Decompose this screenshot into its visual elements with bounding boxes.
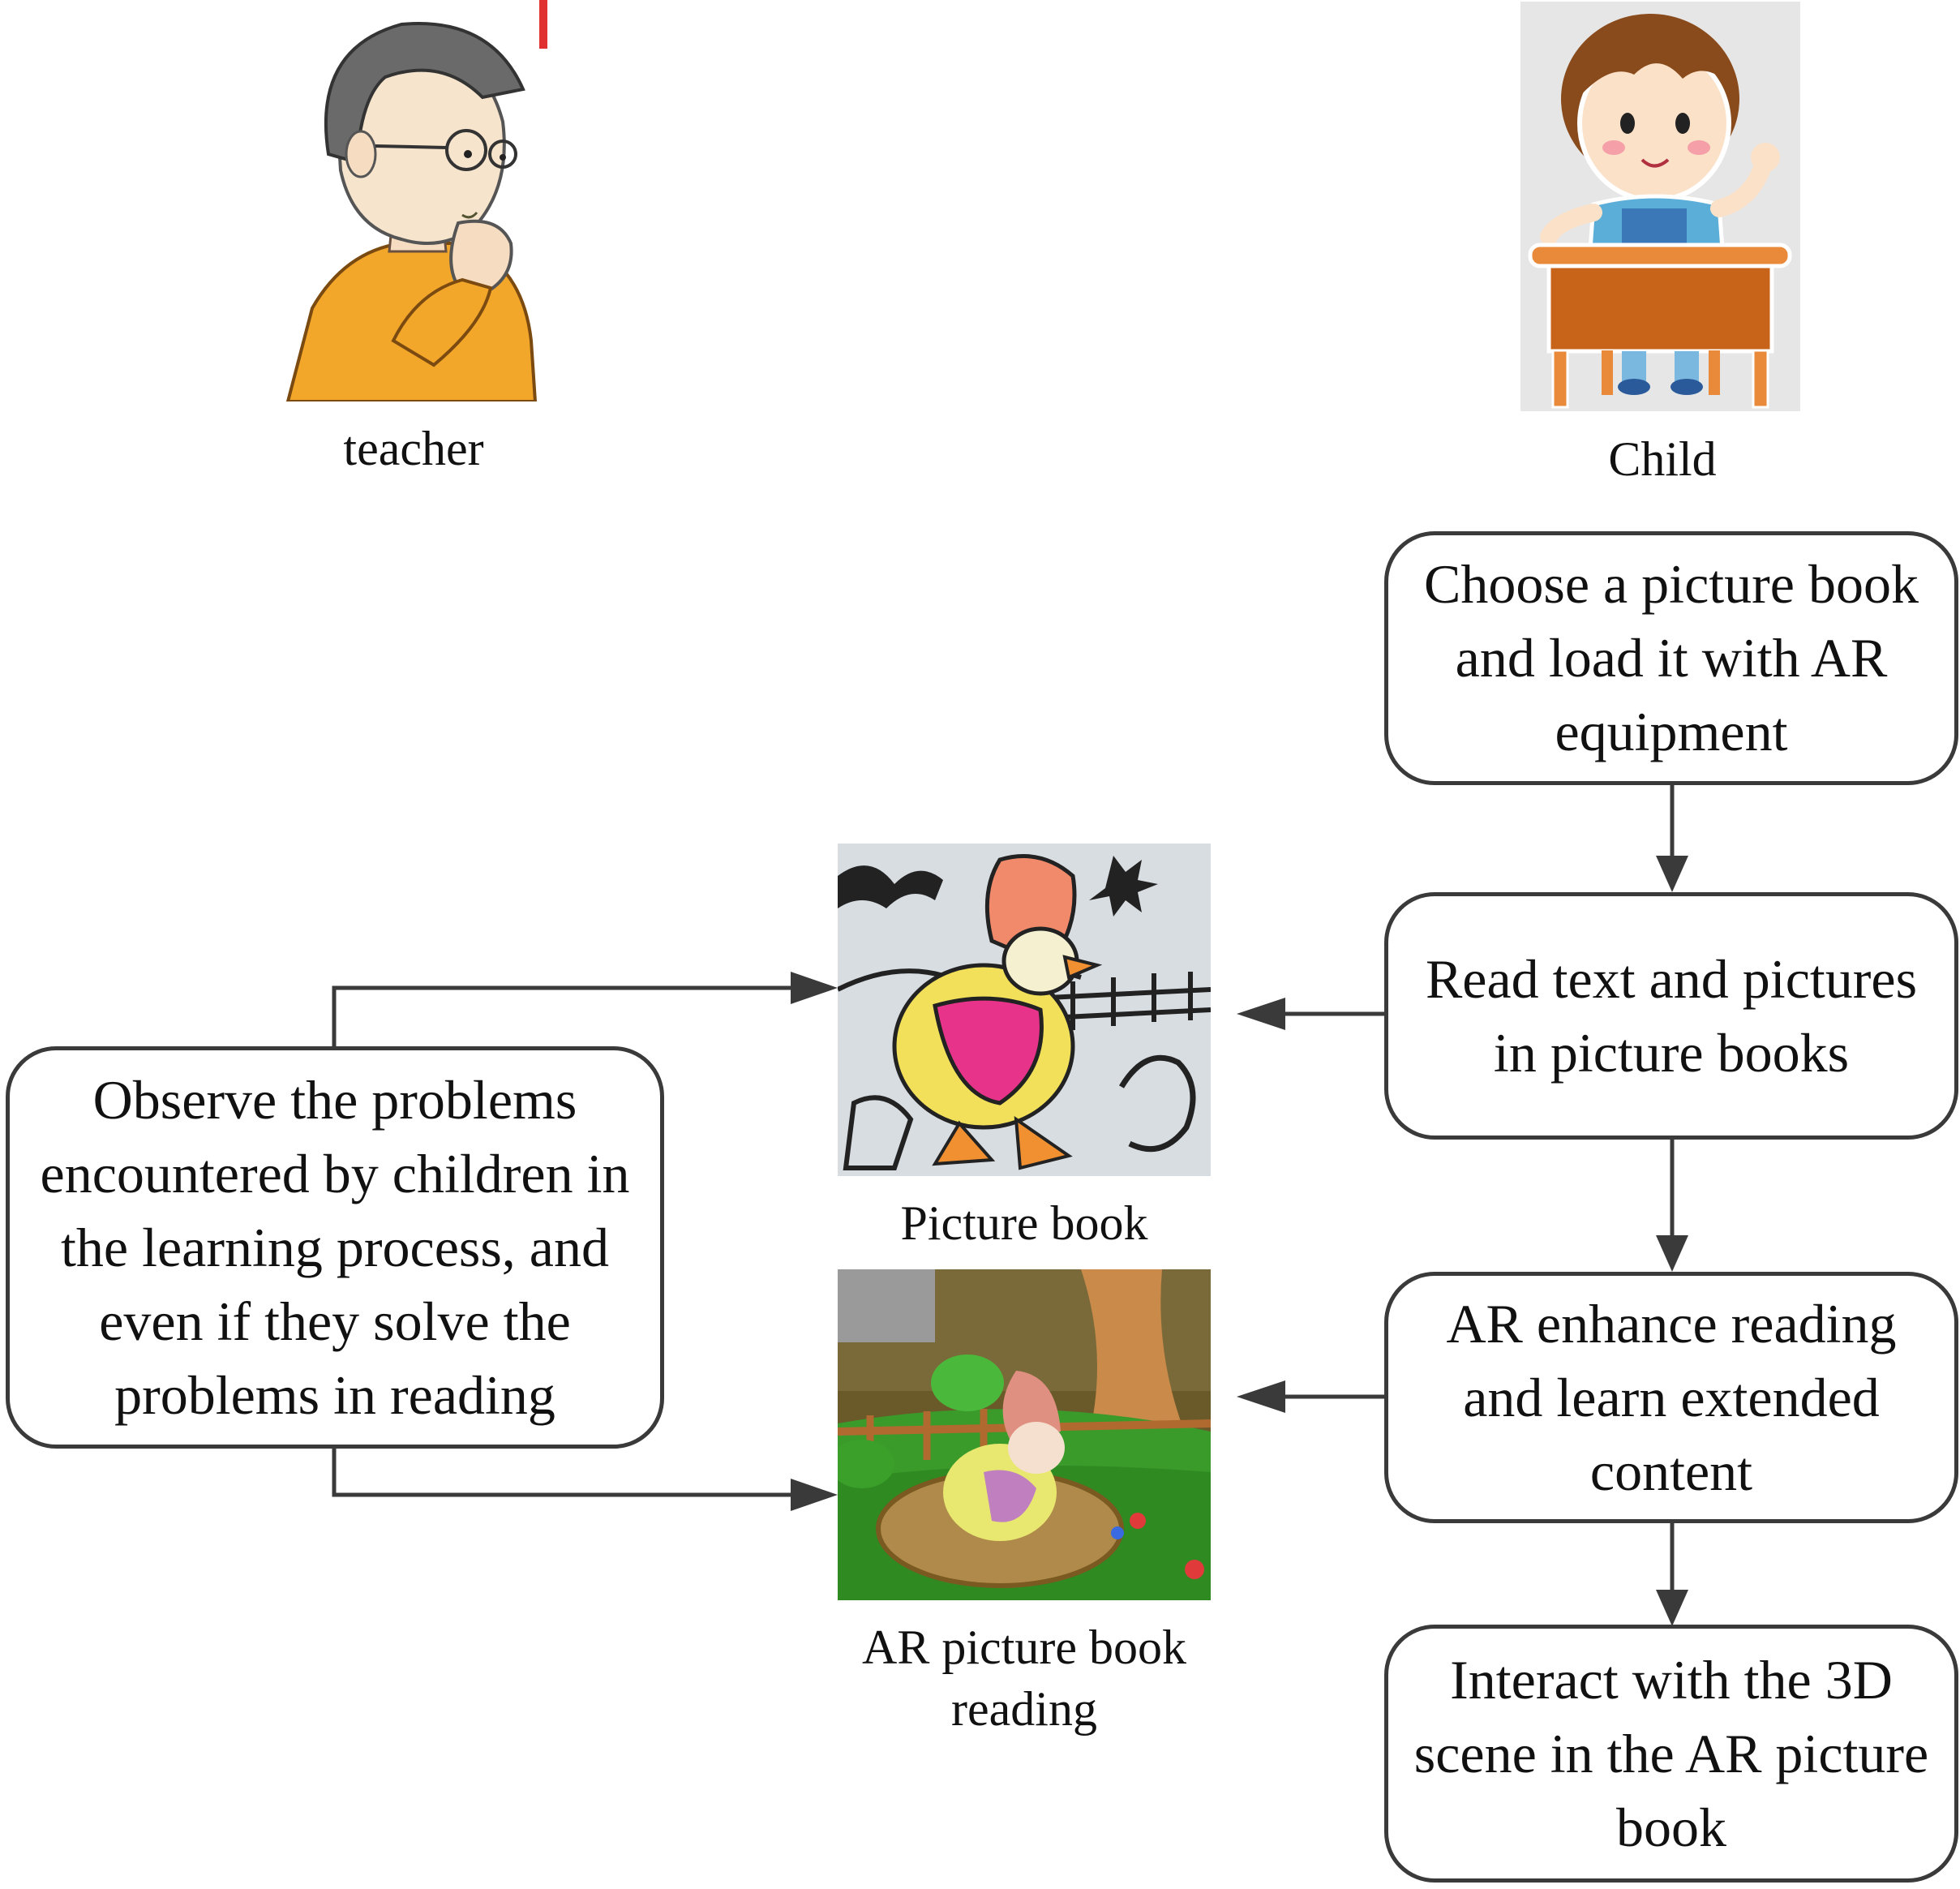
- picture-book-caption: Picture book reading: [900, 1196, 1148, 1250]
- arrow-teacher-to-picture-book: [332, 985, 795, 1046]
- arrowhead-right-1: [791, 972, 838, 1004]
- arrow-teacher-to-ar-picture: [332, 1449, 795, 1497]
- teacher-observe-box: Observe the problems encountered by chil…: [6, 1046, 664, 1449]
- step-interact-box: Interact with the 3D scene in the AR pic…: [1384, 1625, 1958, 1883]
- arrowhead-down-2: [1656, 1235, 1688, 1272]
- arrowhead-left-1: [1237, 998, 1285, 1030]
- teacher-label: teacher: [343, 422, 484, 475]
- arrowhead-down-3: [1656, 1590, 1688, 1626]
- teacher-icon: [280, 0, 547, 401]
- step-choose-box: Choose a picture book and load it with A…: [1384, 531, 1958, 785]
- arrowhead-right-2: [791, 1479, 838, 1511]
- ar-picture-book-caption: AR picture book reading: [862, 1621, 1186, 1736]
- child-label: Child: [1608, 432, 1717, 486]
- arrowhead-left-2: [1237, 1380, 1285, 1413]
- child-at-desk-icon: [1520, 2, 1800, 411]
- step-ar-enhance-box: AR enhance reading and learn extended co…: [1384, 1272, 1958, 1523]
- arrowhead-down-1: [1656, 856, 1688, 892]
- step-read-box: Read text and pictures in picture books: [1384, 892, 1958, 1140]
- ar-duck-scene-icon: [838, 1269, 1211, 1600]
- duck-coloring-page-icon: [838, 844, 1211, 1176]
